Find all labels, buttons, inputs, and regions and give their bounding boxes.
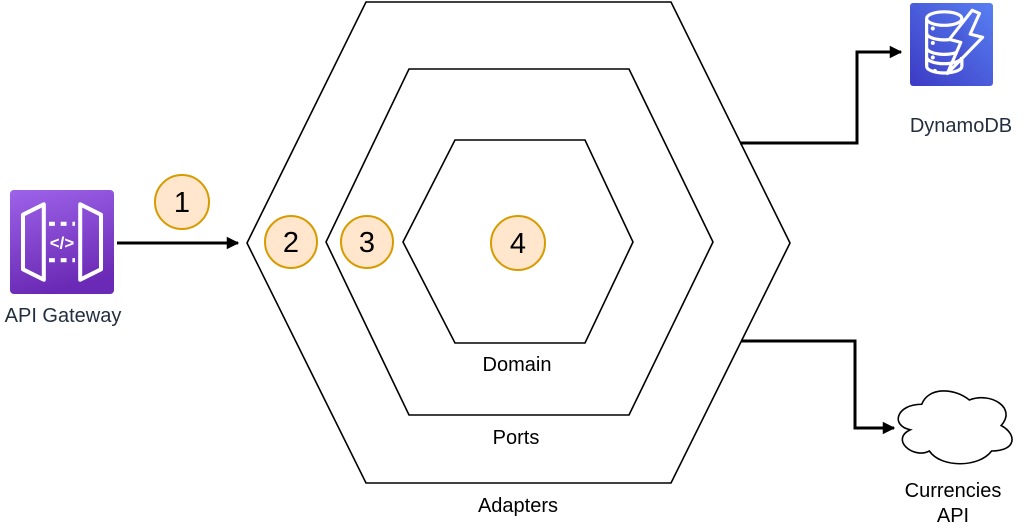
ports-label: Ports xyxy=(493,427,540,449)
api-gateway-icon: </> xyxy=(10,190,114,294)
code-glyph: </> xyxy=(50,234,75,253)
domain-label: Domain xyxy=(483,354,552,376)
api-gateway-icon-background xyxy=(10,190,114,294)
api-gateway-right-gate xyxy=(78,202,104,282)
step-number-3: 3 xyxy=(359,227,375,259)
step-number-4: 4 xyxy=(510,228,526,260)
step-badge-4: 4 xyxy=(490,215,546,271)
step-badge-1: 1 xyxy=(154,174,210,230)
lightning-bolt-icon xyxy=(945,8,985,76)
dynamodb-icon xyxy=(910,3,993,86)
step-number-2: 2 xyxy=(283,227,299,259)
currencies-api-label-line2: API xyxy=(937,505,969,527)
database-bottom-ring xyxy=(924,56,964,75)
dynamodb-label: DynamoDB xyxy=(910,115,1012,137)
step-number-1: 1 xyxy=(174,187,190,219)
currencies-api-cloud xyxy=(897,390,1013,465)
api-gateway-label: API Gateway xyxy=(5,305,122,327)
step-badge-3: 3 xyxy=(340,215,394,269)
arrow-adapters-to-dynamodb xyxy=(740,45,903,145)
cloud-shape xyxy=(897,390,1013,465)
step-badge-2: 2 xyxy=(264,215,318,269)
adapters-label: Adapters xyxy=(478,495,558,517)
cylinder-dots xyxy=(930,26,937,74)
arrow-adapters-to-currencies-api xyxy=(741,339,896,435)
currencies-api-label-line1: Currencies xyxy=(905,480,1002,502)
api-gateway-left-gate xyxy=(20,202,46,282)
